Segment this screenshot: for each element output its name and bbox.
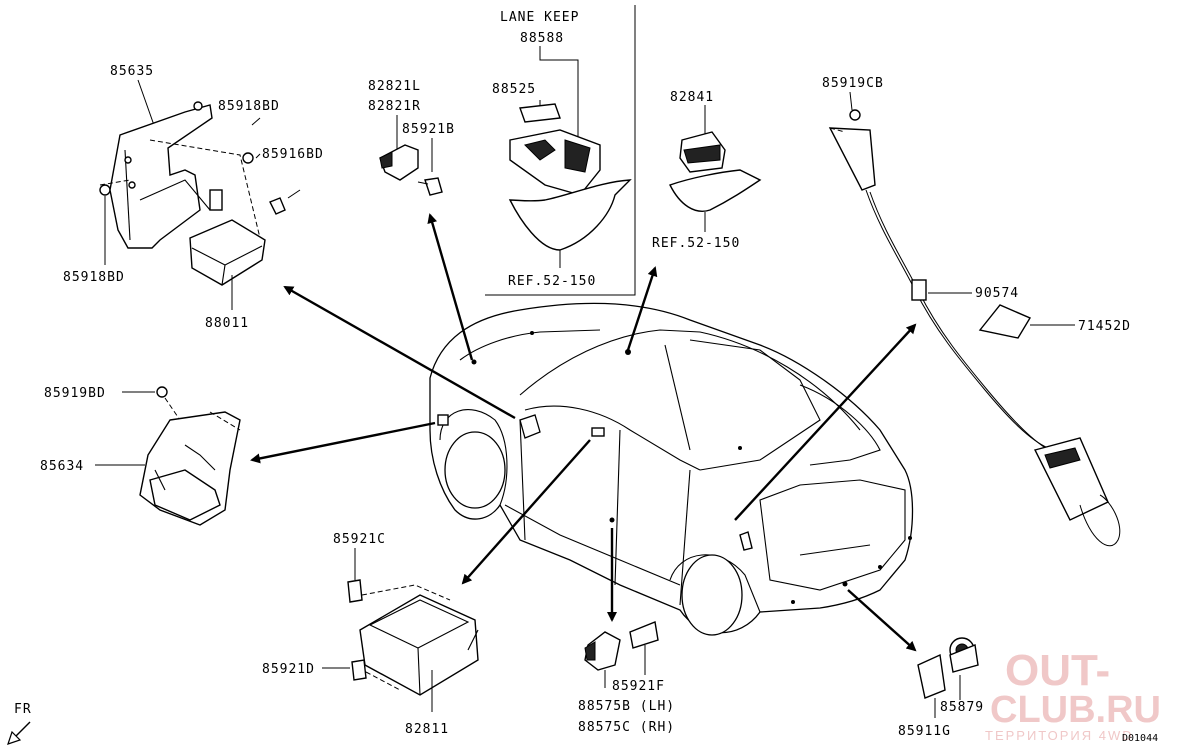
part-82821R-label: 82821R (368, 99, 421, 114)
watermark-line2: CLUB.RU (990, 689, 1161, 731)
part-85921D-label: 85921D (262, 662, 315, 677)
part-82841-group: 82841 REF.52-150 (652, 90, 762, 251)
part-85879-group: 85879 85911G (898, 637, 984, 739)
part-82841-label: 82841 (670, 90, 714, 105)
front-indicator: FR (7, 702, 32, 745)
part-85879-label: 85879 (940, 700, 984, 715)
part-82811-label: 82811 (405, 722, 449, 737)
front-label: FR (14, 702, 32, 717)
watermark-line3: ТЕРРИТОРИЯ 4WD (985, 728, 1134, 743)
part-88575-group: 85921F 88575B (LH) 88575C (RH) (578, 621, 675, 735)
part-85919BD-label: 85919BD (44, 386, 106, 401)
part-90574-label: 90574 (975, 286, 1019, 301)
part-85921C-label: 85921C (333, 532, 386, 547)
part-82821L-label: 82821L (368, 79, 421, 94)
part-85635-label: 85635 (110, 64, 154, 79)
part-85911G-label: 85911G (898, 724, 951, 739)
part-85921B-label: 85921B (402, 122, 455, 137)
watermark: OUT- CLUB.RU ТЕРРИТОРИЯ 4WD (985, 646, 1161, 743)
part-88525-label: 88525 (492, 82, 536, 97)
part-71452D-label: 71452D (1078, 319, 1131, 334)
part-85634-label: 85634 (40, 459, 84, 474)
part-85918BD-top-label: 85918BD (218, 99, 280, 114)
part-88575B-label: 88575B (LH) (578, 699, 675, 714)
diagram-code: D01044 (1122, 733, 1158, 744)
part-85918BD-bottom-label: 85918BD (63, 270, 125, 285)
sensor-harness-group: 85919CB 90574 71452D (822, 76, 1131, 547)
part-85921F-label: 85921F (612, 679, 665, 694)
lane-keep-group: LANE KEEP 88588 88525 REF.52-150 (485, 5, 636, 296)
part-88588-label: 88588 (520, 31, 564, 46)
vehicle-outline (429, 302, 914, 636)
lane-keep-label: LANE KEEP (500, 10, 579, 25)
part-88011-group: 85635 85918BD 85916BD 85918BD 88011 (63, 64, 324, 331)
part-88011-label: 88011 (205, 316, 249, 331)
part-85919CB-label: 85919CB (822, 76, 884, 91)
ref-label-1: REF.52-150 (508, 274, 596, 289)
part-88575C-label: 88575C (RH) (578, 720, 675, 735)
leader-arrows (250, 213, 917, 652)
part-82821-group: 82821L 82821R 85921B (368, 79, 455, 196)
part-85634-group: 85919BD 85634 (40, 386, 241, 526)
watermark-line1: OUT- (1005, 646, 1110, 695)
part-85916BD-label: 85916BD (262, 147, 324, 162)
ref-label-2: REF.52-150 (652, 236, 740, 251)
part-82811-group: 85921C 85921D 82811 (262, 532, 479, 737)
